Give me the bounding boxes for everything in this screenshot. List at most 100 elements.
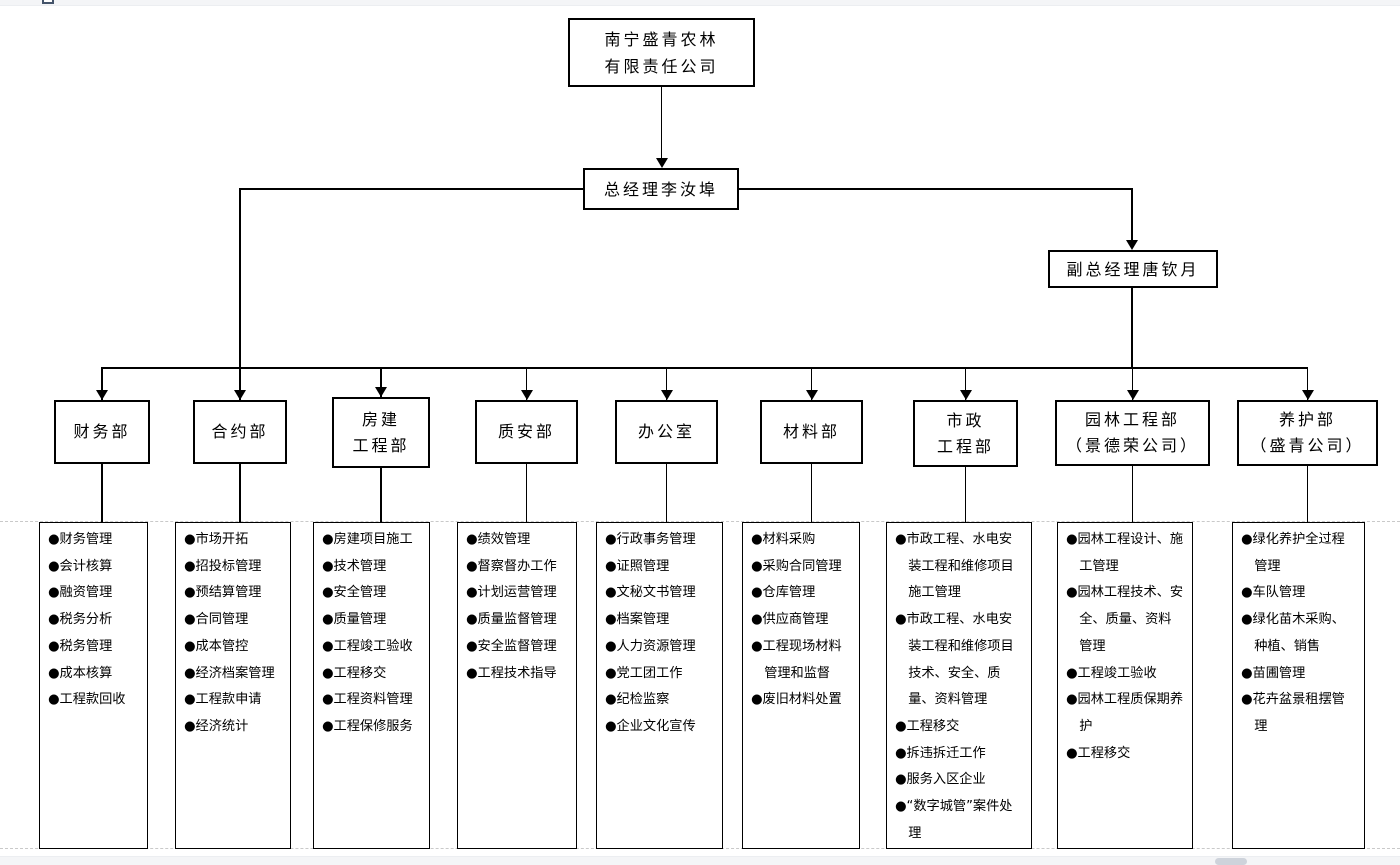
office-duty-item: 党工团工作: [605, 661, 714, 688]
gm-deputy-connector-line: [1131, 188, 1133, 240]
municipal-engineering-drop-line: [964, 367, 967, 400]
office-department-box[interactable]: 办公室: [615, 400, 718, 464]
landscape-engineering-duty-item: 园林工程设计、施工管理: [1066, 527, 1184, 580]
quality-safety-list-connector-line: [525, 464, 528, 522]
contract-list-connector-line: [239, 464, 241, 522]
housing-construction-arrowhead-icon: [375, 387, 387, 397]
company-name-line2: 有限责任公司: [604, 56, 719, 76]
housing-construction-list-connector-line: [380, 468, 382, 522]
contract-duty-item: 工程款申请: [184, 687, 282, 714]
finance-duty-item: 成本核算: [48, 661, 139, 688]
maintenance-duty-list[interactable]: 绿化养护全过程管理车队管理绿化苗木采购、种植、销售苗圃管理花卉盆景租摆管理: [1232, 522, 1365, 849]
maintenance-duty-item: 绿化养护全过程管理: [1241, 527, 1356, 580]
municipal-engineering-duty-item: 服务入区企业: [895, 767, 1023, 794]
landscape-engineering-department-box[interactable]: 园林工程部（景德荣公司）: [1055, 400, 1210, 466]
materials-duty-item: 材料采购: [751, 527, 851, 554]
maintenance-list-connector-line: [1306, 466, 1309, 522]
deputy-distribution-feed-line: [1131, 288, 1133, 367]
housing-construction-department-label: 工程部: [352, 435, 410, 455]
municipal-engineering-department-box[interactable]: 市政工程部: [913, 400, 1018, 467]
landscape-engineering-duty-item: 工程移交: [1066, 741, 1184, 768]
company-name-line1: 南宁盛青农林: [604, 29, 719, 49]
general-manager-box[interactable]: 总经理李汝埠: [583, 168, 739, 210]
maintenance-duty-item: 花卉盆景租摆管理: [1241, 687, 1356, 740]
office-duty-item: 证照管理: [605, 554, 714, 581]
contract-duty-list[interactable]: 市场开拓招投标管理预结算管理合同管理成本管控经济档案管理工程款申请经济统计: [175, 522, 291, 849]
contract-department-box[interactable]: 合约部: [193, 400, 287, 464]
finance-duty-list[interactable]: 财务管理会计核算融资管理税务分析税务管理成本核算工程款回收: [39, 522, 148, 849]
office-duty-list[interactable]: 行政事务管理证照管理文秘文书管理档案管理人力资源管理党工团工作纪检监察企业文化宣…: [596, 522, 723, 849]
municipal-engineering-arrowhead-icon: [959, 390, 972, 400]
housing-construction-duty-item: 工程资料管理: [322, 687, 421, 714]
office-arrowhead-icon: [660, 390, 673, 400]
housing-construction-duty-item: 工程竣工验收: [322, 634, 421, 661]
housing-construction-duty-item: 工程保修服务: [322, 714, 421, 741]
materials-duty-item: 仓库管理: [751, 580, 851, 607]
municipal-engineering-department-label: 工程部: [936, 436, 994, 456]
office-drop-line: [665, 367, 668, 400]
landscape-engineering-arrowhead-icon: [1126, 390, 1139, 400]
gm-branch-line-right: [739, 188, 1132, 190]
office-duty-item: 纪检监察: [605, 687, 714, 714]
municipal-engineering-duty-list[interactable]: 市政工程、水电安装工程和维修项目施工管理市政工程、水电安装工程和维修项目技术、安…: [886, 522, 1032, 849]
maintenance-department-box[interactable]: 养护部 （盛青公司）: [1237, 400, 1378, 466]
materials-duty-item: 废旧材料处置: [751, 687, 851, 714]
housing-construction-department-box[interactable]: 房建工程部: [332, 397, 430, 468]
materials-duty-list[interactable]: 材料采购采购合同管理仓库管理供应商管理工程现场材料管理和监督废旧材料处置: [742, 522, 860, 849]
horizontal-scrollbar-thumb[interactable]: [1215, 858, 1247, 865]
quality-safety-duty-list[interactable]: 绩效管理督察督办工作计划运营管理质量监督管理安全监督管理工程技术指导: [457, 522, 577, 849]
table-gridline-top: [0, 521, 1400, 522]
materials-arrowhead-icon: [805, 390, 818, 400]
office-duty-item: 企业文化宣传: [605, 714, 714, 741]
contract-duty-item: 招投标管理: [184, 554, 282, 581]
contract-drop-line: [239, 367, 241, 400]
office-duty-item: 行政事务管理: [605, 527, 714, 554]
office-duty-item: 人力资源管理: [605, 634, 714, 661]
contract-duty-item: 合同管理: [184, 607, 282, 634]
landscape-engineering-duty-list[interactable]: 园林工程设计、施工管理园林工程技术、安全、质量、资料管理工程竣工验收园林工程质保…: [1057, 522, 1193, 849]
quality-safety-duty-item: 绩效管理: [466, 527, 568, 554]
page-icon: [42, 0, 54, 4]
municipal-engineering-duty-item: 市政工程、水电安装工程和维修项目施工管理: [895, 527, 1023, 607]
quality-safety-department-box[interactable]: 质安部: [475, 400, 578, 464]
top-chrome-strip: [0, 0, 1400, 6]
maintenance-duty-item: 车队管理: [1241, 580, 1356, 607]
deputy-general-manager-box[interactable]: 副总经理唐钦月: [1048, 250, 1218, 288]
contract-arrowhead-icon: [234, 390, 246, 400]
materials-department-label: 材料部: [782, 422, 840, 441]
quality-safety-duty-item: 安全监督管理: [466, 634, 568, 661]
finance-department-box[interactable]: 财务部: [54, 400, 150, 464]
finance-duty-item: 财务管理: [48, 527, 139, 554]
office-list-connector-line: [665, 464, 668, 522]
company-box[interactable]: 南宁盛青农林 有限责任公司: [568, 18, 755, 87]
housing-construction-duty-list[interactable]: 房建项目施工技术管理安全管理质量管理工程竣工验收工程移交工程资料管理工程保修服务: [313, 522, 430, 849]
gm-branch-line-left: [240, 188, 583, 190]
gm-deputy-arrowhead-icon: [1126, 240, 1138, 250]
contract-duty-item: 经济统计: [184, 714, 282, 741]
maintenance-department-label: （盛青公司）: [1250, 436, 1365, 455]
bottom-chrome-strip: [0, 856, 1400, 865]
company-gm-arrowhead-icon: [655, 158, 668, 168]
housing-construction-duty-item: 质量管理: [322, 607, 421, 634]
municipal-engineering-duty-item: 工程移交: [895, 714, 1023, 741]
maintenance-arrowhead-icon: [1301, 390, 1314, 400]
quality-safety-drop-line: [525, 367, 528, 400]
landscape-engineering-department-label: 园林工程部: [1084, 410, 1180, 429]
landscape-engineering-duty-item: 园林工程质保期养护: [1066, 687, 1184, 740]
municipal-engineering-duty-item: 市政工程、水电安装工程和维修项目技术、安全、质量、资料管理: [895, 607, 1023, 714]
maintenance-department-label: 养护部: [1278, 410, 1336, 429]
deputy-general-manager-label: 副总经理唐钦月: [1066, 259, 1200, 279]
housing-construction-duty-item: 工程移交: [322, 661, 421, 688]
finance-drop-line: [101, 367, 103, 400]
municipal-engineering-duty-item: 拆违拆迁工作: [895, 741, 1023, 768]
materials-list-connector-line: [810, 464, 813, 522]
maintenance-duty-item: 绿化苗木采购、种植、销售: [1241, 607, 1356, 660]
landscape-engineering-duty-item: 工程竣工验收: [1066, 661, 1184, 688]
finance-duty-item: 税务分析: [48, 607, 139, 634]
finance-duty-item: 会计核算: [48, 554, 139, 581]
office-duty-item: 档案管理: [605, 607, 714, 634]
housing-construction-duty-item: 安全管理: [322, 580, 421, 607]
materials-drop-line: [810, 367, 813, 400]
finance-arrowhead-icon: [96, 390, 108, 400]
materials-department-box[interactable]: 材料部: [760, 400, 863, 464]
